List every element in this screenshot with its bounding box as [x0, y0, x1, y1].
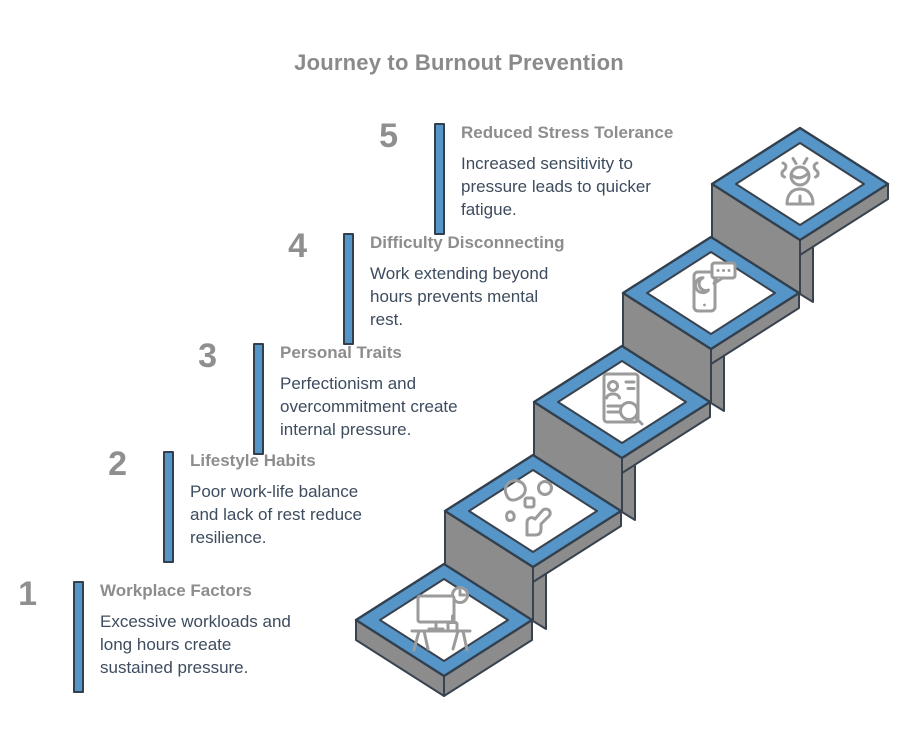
step-2-description: Poor work-life balance and lack of rest …	[190, 482, 362, 547]
step-2-label-block: 2 Lifestyle Habits Poor work-life balanc…	[79, 446, 452, 563]
step-1-number: 1	[18, 575, 37, 613]
step-2-graphic	[443, 453, 623, 630]
step-5-label-block: 5 Reduced Stress Tolerance Increased sen…	[350, 118, 723, 235]
step-3-number: 3	[198, 337, 217, 375]
step-2-title: Lifestyle Habits	[190, 451, 316, 470]
step-2-accent-bar	[163, 451, 174, 563]
step-5-accent-bar	[434, 123, 445, 235]
step-1-graphic	[354, 562, 534, 697]
leisure-person-icon	[503, 479, 553, 537]
phone-night-message-icon	[692, 261, 737, 313]
step-3-description: Perfectionism and overcommitment create …	[280, 374, 458, 439]
step-5-graphic	[710, 126, 890, 303]
stressed-person-icon	[780, 157, 820, 206]
workstation-clock-icon	[410, 586, 472, 652]
step-1-label-block: 1 Workplace Factors Excessive workloads …	[0, 576, 362, 693]
step-4-accent-bar	[343, 233, 354, 345]
step-1-title: Workplace Factors	[100, 581, 252, 600]
step-4-graphic	[621, 235, 801, 412]
step-3-label-block: 3 Personal Traits Perfectionism and over…	[169, 338, 542, 455]
page-title: Journey to Burnout Prevention	[294, 50, 624, 75]
step-3-title: Personal Traits	[280, 343, 402, 362]
step-1-description: Excessive workloads and long hours creat…	[100, 612, 291, 677]
step-4-description: Work extending beyond hours prevents men…	[370, 264, 549, 329]
step-3-graphic	[532, 344, 712, 521]
step-2-number: 2	[108, 445, 127, 483]
step-5-number: 5	[379, 117, 398, 155]
profile-search-icon	[602, 372, 644, 426]
step-3-accent-bar	[253, 343, 264, 455]
step-4-label-block: 4 Difficulty Disconnecting Work extendin…	[259, 228, 632, 345]
step-5-title: Reduced Stress Tolerance	[461, 123, 674, 142]
step-5-description: Increased sensitivity to pressure leads …	[461, 154, 651, 219]
step-4-number: 4	[288, 227, 307, 265]
step-1-accent-bar	[73, 581, 84, 693]
step-4-title: Difficulty Disconnecting	[370, 233, 565, 252]
